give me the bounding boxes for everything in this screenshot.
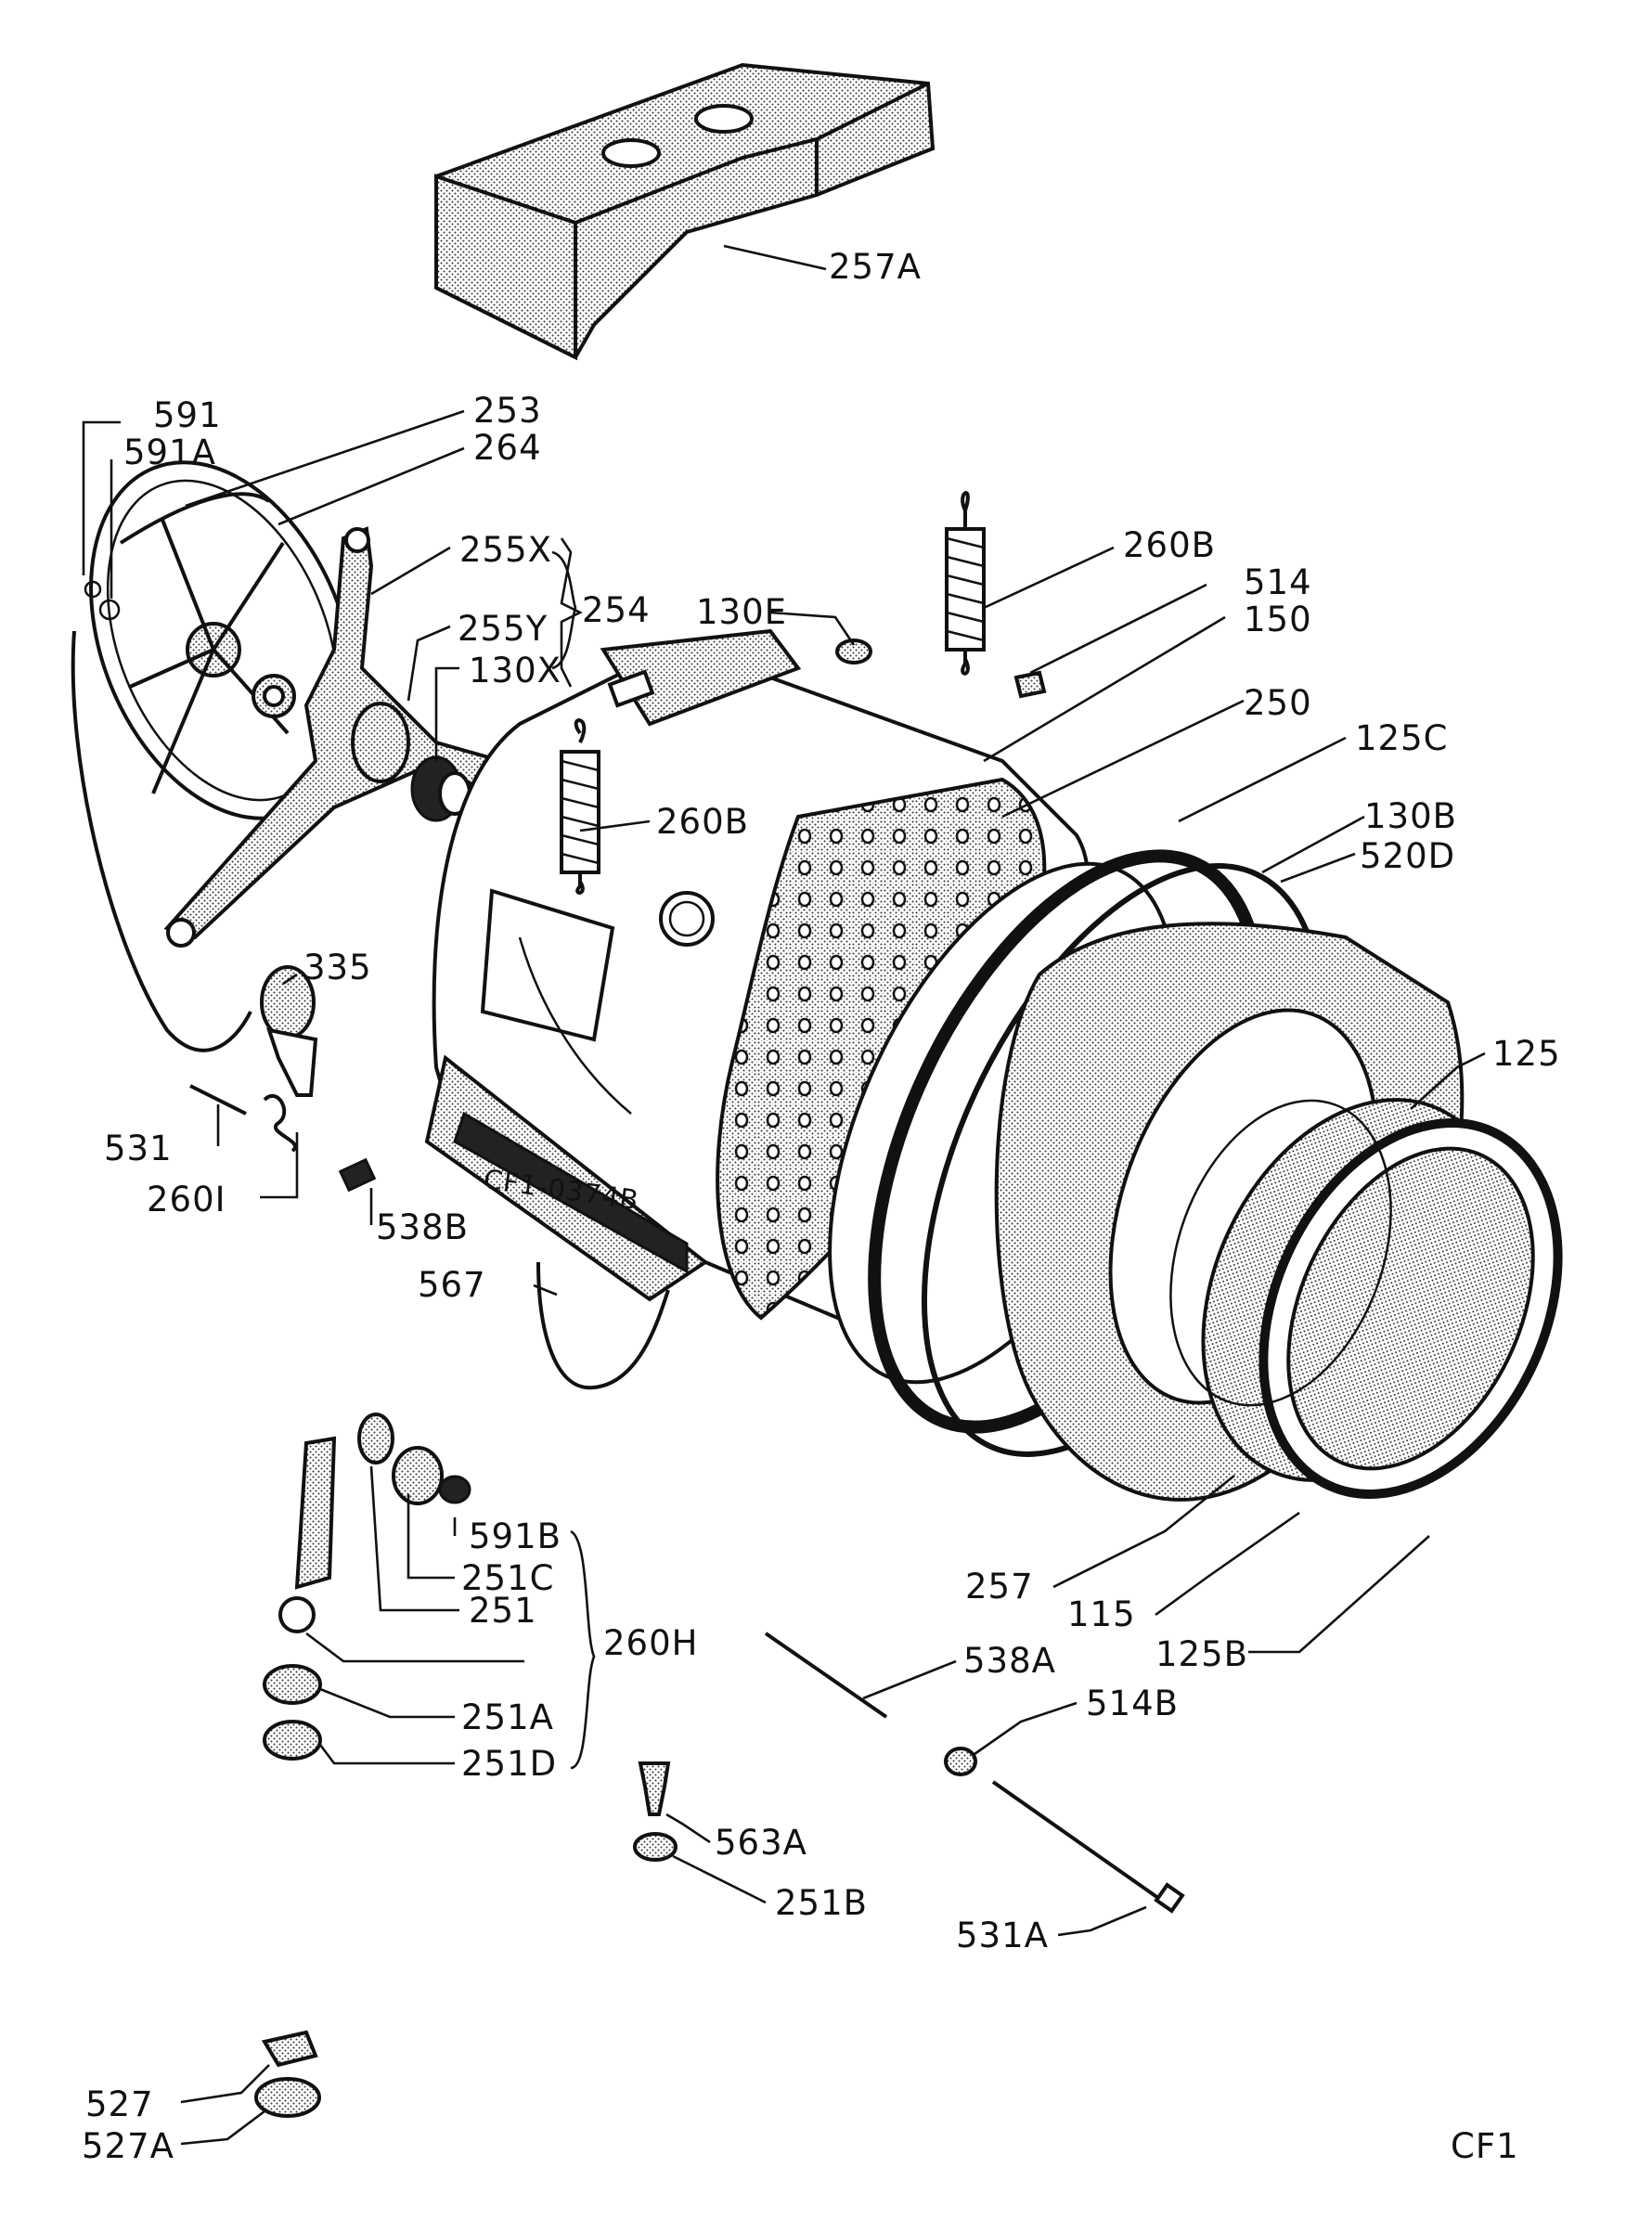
label-538b: 538B (376, 1207, 469, 1247)
belt-segment (119, 492, 271, 545)
clip-538b (338, 1157, 377, 1193)
label-125c: 125C (1355, 718, 1448, 758)
label-130e: 130E (696, 592, 787, 632)
hose-567 (536, 1261, 670, 1390)
label-591a: 591A (123, 432, 216, 472)
bearing-assembly (84, 580, 471, 822)
label-254: 254 (582, 590, 651, 630)
label-257: 257 (965, 1567, 1034, 1606)
label-251c: 251C (461, 1558, 554, 1598)
label-125: 125 (1492, 1034, 1561, 1074)
label-260b-top: 260B (1123, 525, 1216, 565)
rod-538a (764, 1632, 888, 1719)
drive-belt (71, 630, 252, 1052)
label-255y: 255Y (458, 609, 548, 649)
label-538a: 538A (963, 1641, 1056, 1681)
label-527: 527 (85, 2084, 154, 2124)
label-264: 264 (473, 428, 542, 468)
label-260b-mid: 260B (656, 802, 749, 842)
nut-527 (261, 2030, 318, 2068)
label-251: 251 (469, 1591, 537, 1631)
label-335: 335 (303, 948, 372, 987)
label-250: 250 (1244, 683, 1312, 723)
plug-514 (1013, 670, 1047, 699)
label-591b: 591B (469, 1516, 561, 1556)
leader-lines (82, 244, 1486, 2146)
label-150: 150 (1244, 600, 1312, 639)
label-527a: 527A (82, 2126, 174, 2166)
drum-pulley (89, 460, 356, 820)
label-255x: 255X (459, 530, 552, 570)
label-251b: 251B (775, 1883, 868, 1923)
label-514b: 514B (1086, 1684, 1179, 1723)
label-251d: 251D (461, 1744, 557, 1784)
spring-mid (560, 718, 600, 895)
cap-130e (835, 639, 872, 664)
bolt-531a (991, 1780, 1167, 1904)
label-591: 591 (153, 395, 222, 435)
label-130x: 130X (469, 651, 561, 690)
shock-absorber (263, 1413, 471, 1761)
label-115: 115 (1067, 1594, 1136, 1634)
spring-260i (263, 1093, 297, 1153)
label-253: 253 (473, 391, 542, 431)
label-251a: 251A (461, 1697, 554, 1737)
label-563a: 563A (715, 1823, 807, 1863)
screw-563a (638, 1761, 671, 1816)
label-514: 514 (1244, 562, 1312, 602)
label-257a: 257A (829, 247, 922, 287)
label-531a: 531A (956, 1916, 1049, 1955)
label-567: 567 (418, 1265, 486, 1305)
bolt-531 (189, 1084, 247, 1116)
label-125b: 125B (1155, 1634, 1248, 1674)
washer-514b (944, 1747, 977, 1776)
bracket-335 (260, 965, 318, 1097)
sheet-code: CF1 (1451, 2126, 1519, 2166)
label-260h: 260H (603, 1623, 698, 1663)
label-130b: 130B (1364, 796, 1457, 836)
part-labels: 257A 591 591A 253 264 255X 254 255Y 130X… (82, 247, 1561, 2166)
washer-251b (633, 1832, 678, 1862)
label-260i: 260I (147, 1180, 226, 1219)
label-520d: 520D (1360, 836, 1455, 876)
door-gasket (1169, 1098, 1563, 1499)
washer-527a (254, 2077, 321, 2118)
spring-top (945, 491, 986, 676)
label-531: 531 (104, 1129, 173, 1168)
counterweight-top (434, 62, 936, 361)
